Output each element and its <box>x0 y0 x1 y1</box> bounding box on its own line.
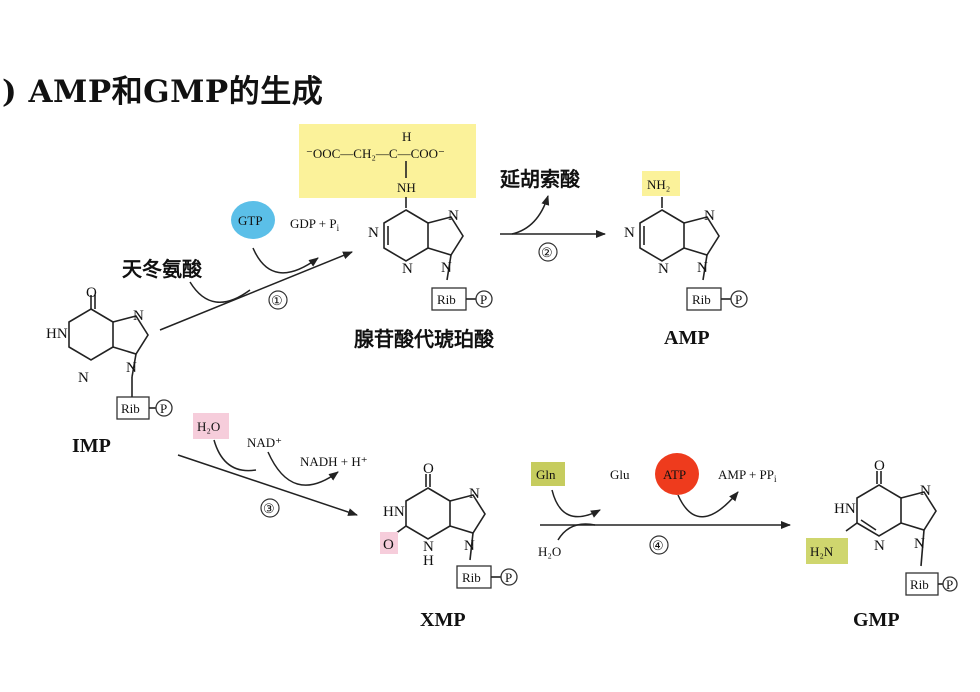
xmp-hn: HN <box>383 504 405 520</box>
gdp-pi-label: GDP + Pi <box>290 216 340 233</box>
glu-label: Glu <box>610 467 630 482</box>
gln-label: Gln <box>536 467 556 482</box>
step2-number: ② <box>541 245 553 260</box>
imp-hn: HN <box>46 326 68 342</box>
gmp-p: P <box>946 577 953 592</box>
gmp-n9: N <box>914 536 925 552</box>
xmp-label: XMP <box>420 609 466 631</box>
step4: Gln Glu H₂O ATP AMP + PPi ④ <box>531 453 791 559</box>
gmp-molecule: H₂N O HN N N N Rib P GMP <box>806 458 958 631</box>
amp-molecule: NH₂ N N N N Rib P AMP <box>624 171 748 349</box>
succinyl-h: H <box>402 129 411 144</box>
xmp-o6: O <box>423 461 434 477</box>
atp-label: ATP <box>663 467 686 482</box>
gmp-h2n: H₂N <box>810 544 834 559</box>
xmp-n7: N <box>469 486 480 502</box>
amp-n7: N <box>704 208 715 224</box>
nad-label: NAD⁺ <box>247 435 282 450</box>
xmp-p: P <box>505 570 512 585</box>
amp-nh2: NH₂ <box>647 177 670 192</box>
amp-n1: N <box>624 225 635 241</box>
step3-number: ③ <box>263 501 275 516</box>
imp-o: O <box>86 285 97 301</box>
adenylosuccinate-molecule: ⁻OOC—CH₂—C—COO⁻ H NH N N N N Rib P 腺苷酸代琥… <box>299 124 495 351</box>
xmp-h: H <box>423 553 434 569</box>
ads-n1: N <box>368 225 379 241</box>
ads-n7: N <box>448 208 459 224</box>
ads-rib: Rib <box>437 292 456 307</box>
imp-n7: N <box>133 308 144 324</box>
page-title: ) AMP和GMP的生成 <box>2 74 324 110</box>
gmp-label: GMP <box>853 609 900 631</box>
step4-number: ④ <box>652 538 664 553</box>
amp-ppi-label: AMP + PPi <box>718 467 777 484</box>
ads-n3: N <box>402 261 413 277</box>
gmp-rib: Rib <box>910 577 929 592</box>
nadh-label: NADH + H⁺ <box>300 454 368 469</box>
step3: H₂O NAD⁺ NADH + H⁺ ③ <box>177 413 368 518</box>
xmp-n3: N <box>423 539 434 555</box>
imp-molecule: O HN N N N Rib P IMP <box>46 285 173 457</box>
succinyl-chain: ⁻OOC—CH₂—C—COO⁻ <box>306 146 445 161</box>
amp-n9: N <box>697 260 708 276</box>
amp-rib: Rib <box>692 292 711 307</box>
gtp-label: GTP <box>238 213 263 228</box>
fumarate-label: 延胡索酸 <box>499 167 581 191</box>
xmp-n9: N <box>464 538 475 554</box>
step2: 延胡索酸 ② <box>499 167 606 262</box>
step1: GTP GDP + Pi 天冬氨酸 ① <box>122 201 353 331</box>
gmp-hn: HN <box>834 501 856 517</box>
xmp-rib: Rib <box>462 570 481 585</box>
step1-number: ① <box>271 293 283 308</box>
imp-p: P <box>160 401 167 416</box>
ads-p: P <box>480 292 487 307</box>
amp-label: AMP <box>664 327 710 349</box>
amp-n3: N <box>658 261 669 277</box>
amp-p: P <box>735 292 742 307</box>
gmp-n7: N <box>920 483 931 499</box>
xmp-o2: O <box>383 537 394 553</box>
imp-n9: N <box>126 360 137 376</box>
gmp-o6: O <box>874 458 885 474</box>
gmp-n3: N <box>874 538 885 554</box>
h2o-label: H₂O <box>197 419 220 434</box>
adenylosuccinate-label: 腺苷酸代琥珀酸 <box>354 327 495 351</box>
aspartate-label: 天冬氨酸 <box>122 257 203 281</box>
imp-label: IMP <box>72 435 111 457</box>
succinyl-nh: NH <box>397 180 416 195</box>
imp-rib: Rib <box>121 401 140 416</box>
xmp-molecule: O HN O N H N N Rib P XMP <box>380 461 518 631</box>
h2o-label-2: H₂O <box>538 544 561 559</box>
ads-n9: N <box>441 260 452 276</box>
imp-n3: N <box>78 370 89 386</box>
